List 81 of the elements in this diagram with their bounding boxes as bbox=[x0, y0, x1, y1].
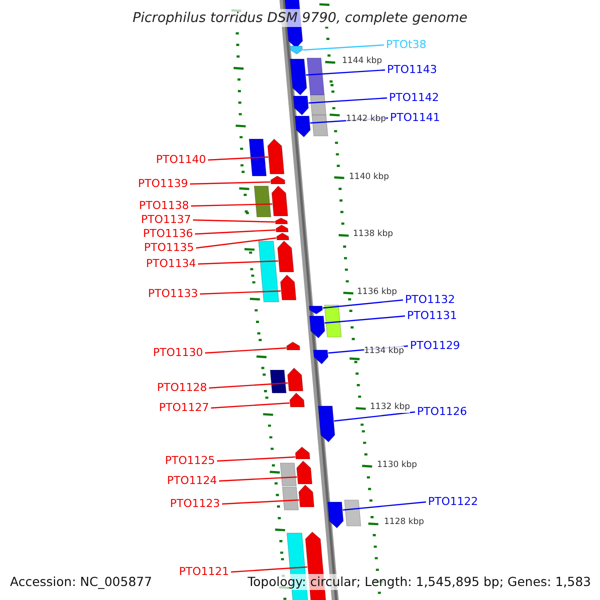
gene-label: PTO1132 bbox=[405, 293, 456, 307]
feature-bar bbox=[282, 486, 299, 510]
gene-marker bbox=[290, 46, 303, 54]
scale-label: 1144 kbp bbox=[342, 56, 382, 67]
feature-bar bbox=[312, 114, 328, 136]
leader-line bbox=[208, 382, 288, 389]
leader-line bbox=[230, 566, 308, 573]
gene-marker bbox=[289, 392, 305, 408]
leader-line bbox=[192, 219, 275, 223]
gene-marker bbox=[293, 96, 309, 116]
gene-label: PTO1129 bbox=[410, 339, 460, 353]
gene-label: PTO1134 bbox=[146, 257, 196, 271]
leader-line bbox=[216, 456, 296, 462]
gene-label: PTO1142 bbox=[389, 91, 440, 105]
gene-label: PTO1140 bbox=[156, 153, 206, 167]
feature-bar bbox=[270, 370, 287, 394]
gene-marker bbox=[294, 116, 311, 138]
leader-line bbox=[198, 260, 278, 265]
leader-line bbox=[194, 229, 276, 235]
footer-text: Topology: circular; Length: 1,545,895 bp; Genes: 1,583 bbox=[246, 574, 592, 590]
leader-line bbox=[308, 97, 388, 104]
leader-line bbox=[204, 347, 286, 354]
scale-label: 1128 kbp bbox=[384, 517, 424, 528]
feature-bar bbox=[344, 500, 362, 526]
feature-bar bbox=[306, 58, 325, 96]
leader-line bbox=[324, 315, 406, 324]
gene-label: PTO1125 bbox=[164, 454, 215, 468]
gene-label: PTO1133 bbox=[148, 287, 198, 301]
gene-marker bbox=[313, 350, 328, 364]
gene-label: PTO1123 bbox=[170, 497, 220, 511]
leader-line bbox=[322, 299, 404, 309]
gene-label: PTO1139 bbox=[138, 177, 188, 191]
feature-bar bbox=[324, 304, 342, 338]
leader-line bbox=[302, 44, 384, 51]
leader-line bbox=[190, 181, 270, 185]
scale-label: 1140 kbp bbox=[349, 172, 390, 183]
leader-line bbox=[334, 411, 416, 422]
gene-marker bbox=[295, 446, 310, 460]
gene-label: PTO1143 bbox=[387, 63, 438, 77]
leader-line bbox=[210, 402, 290, 409]
feature-bar bbox=[280, 462, 297, 486]
leader-line bbox=[208, 156, 268, 161]
gene-label: PTO1128 bbox=[156, 381, 207, 395]
leader-line bbox=[200, 290, 281, 295]
gene-label: PTO1136 bbox=[142, 227, 193, 241]
gene-marker bbox=[298, 484, 314, 508]
leader-line bbox=[306, 69, 386, 76]
gene-label: PTO1122 bbox=[428, 495, 478, 509]
feature-bar bbox=[254, 186, 272, 218]
scale-label: 1136 kbp bbox=[357, 287, 398, 298]
scale-label: 1132 kbp bbox=[370, 402, 410, 413]
gene-label: PTO1135 bbox=[144, 241, 194, 255]
gene-marker bbox=[287, 368, 304, 392]
gene-label: PTO1131 bbox=[407, 309, 458, 323]
leader-line bbox=[342, 501, 426, 511]
scale-label: 1130 kbp bbox=[377, 460, 418, 471]
gene-marker bbox=[327, 502, 344, 528]
feature-bar bbox=[258, 240, 280, 302]
gene-marker bbox=[276, 224, 289, 232]
leader-line bbox=[222, 499, 300, 505]
gene-label: PTO1121 bbox=[178, 565, 229, 579]
gene-marker bbox=[296, 460, 312, 484]
gene-label: PTO1127 bbox=[158, 401, 209, 415]
scale-label: 1142 kbp bbox=[346, 114, 386, 125]
leader-line bbox=[218, 476, 298, 482]
footer-text: Accession: NC_005877 bbox=[9, 574, 154, 590]
gene-marker bbox=[286, 342, 300, 350]
gene-label: PTO1138 bbox=[138, 199, 189, 213]
gene-label: PTOt38 bbox=[386, 38, 426, 52]
feature-bar bbox=[310, 94, 326, 116]
gene-label: PTO1124 bbox=[166, 474, 217, 488]
gene-marker bbox=[318, 406, 336, 442]
feature-bar bbox=[248, 138, 267, 176]
leader-line bbox=[190, 203, 272, 207]
scale-label: 1138 kbp bbox=[353, 229, 394, 240]
scale-label: 1134 kbp bbox=[364, 346, 404, 357]
gene-label: PTO1141 bbox=[390, 111, 440, 125]
gene-label: PTO1126 bbox=[417, 405, 468, 419]
gene-label: PTO1130 bbox=[152, 346, 203, 360]
gene-label: PTO1137 bbox=[140, 213, 191, 227]
leader-line bbox=[196, 237, 276, 249]
